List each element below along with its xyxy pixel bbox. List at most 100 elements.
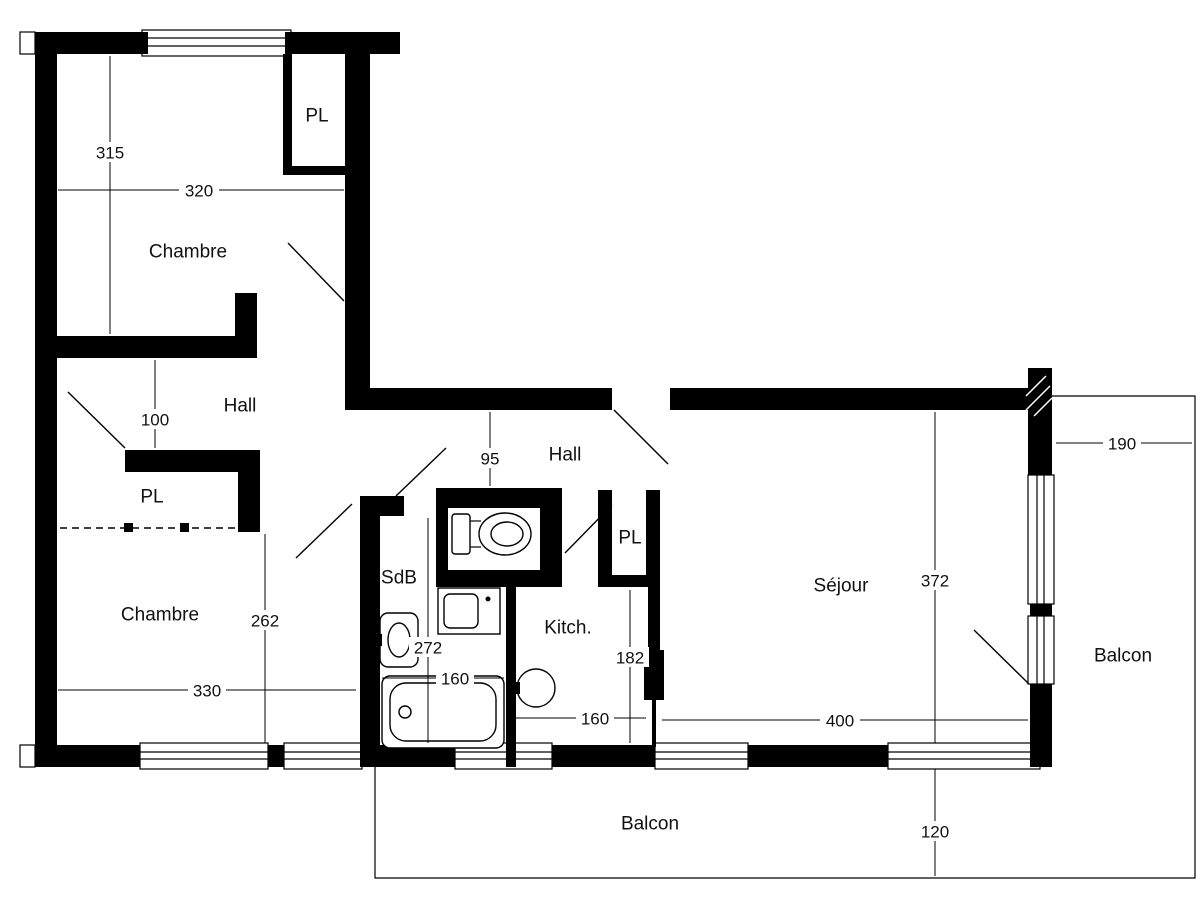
window — [654, 742, 749, 770]
wall-segment — [35, 32, 57, 358]
fixtures — [376, 512, 556, 749]
window — [139, 742, 269, 770]
room-label-hall2: Hall — [549, 445, 582, 466]
dimension-sdb-depth: 272 — [409, 518, 447, 743]
room-label-pl2: PL — [140, 487, 163, 508]
wall-segment — [238, 450, 260, 532]
room-label-kitch: Kitch. — [544, 618, 592, 639]
balcony-outline — [374, 395, 1196, 879]
dimension-label: 160 — [441, 670, 469, 689]
dimension-sejour-depth: 372 — [916, 412, 954, 743]
wall-segment — [35, 445, 57, 767]
dimension-label: 330 — [193, 682, 221, 701]
dimension-label: 320 — [185, 182, 213, 201]
wall-segment — [436, 488, 562, 508]
room-label-sejour: Séjour — [814, 576, 870, 597]
wall-segment — [268, 745, 284, 767]
wall-segment — [1040, 745, 1052, 767]
door-swing — [287, 242, 345, 302]
door-guide — [124, 523, 133, 532]
bathtub-fixture — [381, 675, 505, 749]
dimension-label: 262 — [251, 612, 279, 631]
dimension-label: 120 — [921, 823, 949, 842]
wall-segment — [35, 336, 257, 358]
room-label-sdb: SdB — [381, 568, 417, 589]
door-swing — [395, 447, 447, 497]
door-swing — [564, 504, 613, 554]
dimension-chambre2-depth: 262 — [246, 534, 284, 743]
room-label-pl1: PL — [305, 106, 328, 127]
room-label-balcon-right: Balcon — [1094, 646, 1152, 667]
wall-segment — [125, 450, 240, 472]
washbasin-fixture — [376, 612, 419, 668]
dimension-sejour-width: 400 — [662, 710, 1028, 731]
dimension-kitchen-depth: 182 — [611, 590, 649, 743]
wall-segment — [646, 490, 660, 587]
round-sink-fixture — [514, 668, 556, 708]
wall-cap — [19, 744, 36, 768]
dimension-label: 372 — [921, 572, 949, 591]
dimension-label: 95 — [481, 450, 500, 469]
wall-segment — [283, 166, 347, 175]
windows — [139, 29, 1055, 770]
wall-segment — [540, 488, 562, 587]
window — [283, 742, 363, 770]
dimension-balcon-depth: 120 — [916, 769, 954, 876]
wall-segment — [345, 32, 370, 410]
room-labels: Chambre PL Hall Chambre PL Hall PL SdB K… — [121, 106, 1152, 835]
wall-segment — [362, 745, 455, 767]
wall-segment — [360, 496, 404, 516]
wall-segment — [598, 575, 660, 587]
closet-sliding-doors — [60, 523, 238, 532]
toilet-fixture — [451, 512, 532, 556]
wall-segment — [648, 587, 660, 655]
dimension-label: 160 — [581, 710, 609, 729]
dimensions: 315 320 100 95 262 330 — [58, 56, 1192, 876]
counter-sink-fixture — [437, 587, 501, 635]
dimension-hall-width: 100 — [136, 360, 174, 448]
wall-segment — [652, 700, 656, 747]
dimension-chambre2-width: 330 — [58, 680, 356, 701]
wall-segment — [1030, 604, 1052, 616]
door-swing — [67, 391, 126, 449]
wall-segment — [283, 54, 292, 172]
wall-segment — [35, 32, 148, 54]
wall-segment — [345, 388, 612, 410]
dimension-chambre1-width: 320 — [58, 180, 344, 201]
wall-segment — [436, 570, 562, 587]
door-swing — [295, 503, 353, 559]
wall-segment — [748, 745, 888, 767]
room-label-balcon-bottom: Balcon — [621, 814, 679, 835]
wall-segment — [552, 745, 655, 767]
wall-segment — [1028, 368, 1052, 475]
dimension-label: 272 — [414, 639, 442, 658]
window — [1027, 615, 1055, 685]
dimension-wc-offset: 95 — [475, 412, 505, 486]
room-label-hall1: Hall — [224, 396, 257, 417]
dimension-sdb-width: 160 — [382, 668, 504, 689]
door-swings — [67, 242, 1030, 685]
wall-segment — [360, 496, 380, 767]
wall-segment — [35, 358, 57, 445]
dimension-label: 182 — [616, 649, 644, 668]
wall-segment — [35, 745, 140, 767]
window — [1027, 474, 1055, 605]
wall-segment — [285, 32, 400, 54]
wall-cap — [19, 31, 36, 55]
dimension-label: 400 — [826, 712, 854, 731]
window — [141, 29, 292, 57]
wall-segment — [436, 488, 448, 587]
wall-segment — [598, 490, 612, 587]
window — [887, 742, 1041, 770]
dimension-chambre1-depth: 315 — [91, 56, 129, 334]
wall-segment — [670, 388, 1052, 410]
room-label-chambre1: Chambre — [149, 242, 227, 263]
dimension-kitchen-width: 160 — [516, 708, 646, 729]
wall-segment — [235, 293, 257, 358]
dimension-balcon-right-width: 190 — [1056, 433, 1192, 454]
walls — [35, 32, 1053, 767]
room-label-pl3: PL — [618, 528, 641, 549]
wall-end-caps — [19, 31, 36, 768]
dimension-label: 315 — [96, 144, 124, 163]
